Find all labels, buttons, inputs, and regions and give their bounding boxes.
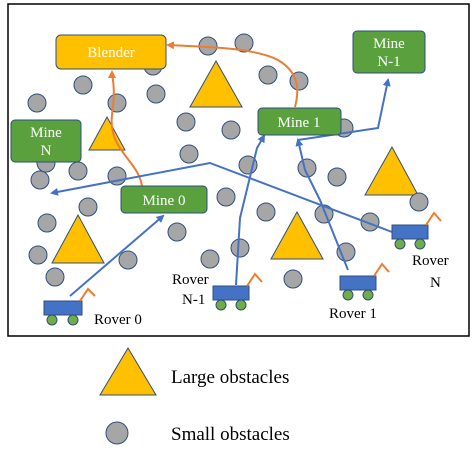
rover-n-1-icon: [212, 272, 263, 311]
mine-n-1-node: Mine N-1: [352, 30, 426, 74]
small-obstacle: [28, 245, 48, 265]
rover-0-label: Rover 0: [94, 312, 142, 328]
small-obstacle: [27, 93, 47, 113]
legend-small-label: Small obstacles: [171, 424, 290, 445]
small-obstacle: [234, 33, 254, 53]
small-obstacle: [45, 267, 65, 287]
small-obstacle: [314, 204, 334, 224]
rover-1-icon: [339, 262, 390, 301]
legend-large-label: Large obstacles: [171, 367, 289, 388]
small-obstacle: [230, 238, 250, 258]
mine-0-node: Mine 0: [120, 185, 208, 214]
mine-1-label: Mine 1: [278, 115, 321, 131]
rover-arm: [246, 272, 263, 287]
mine-n-label-line1: Mine: [30, 125, 62, 141]
small-obstacle: [73, 75, 93, 95]
mine-n-box: [10, 119, 82, 163]
large-obstacle-triangle: [51, 213, 105, 264]
rover-n-1-path: [235, 134, 266, 286]
large-obstacle-triangle: [189, 59, 243, 108]
small-obstacle: [283, 269, 303, 289]
rover-n-1-label-line1: Rover: [172, 272, 209, 288]
legend-large-obstacle-icon: [99, 347, 157, 396]
small-obstacle: [68, 161, 88, 181]
large-obstacle-triangle: [364, 145, 419, 196]
rover-n-label-line2: N: [430, 275, 441, 291]
rover-n-1-label-line2: N-1: [182, 292, 205, 308]
blender-box: [55, 34, 167, 70]
rover-wheel: [362, 289, 374, 301]
rover-wheel: [414, 238, 426, 250]
small-obstacle: [30, 170, 50, 190]
small-obstacle: [146, 84, 166, 104]
rover-1-label: Rover 1: [329, 306, 377, 322]
blender-node: Blender: [55, 34, 167, 70]
small-obstacle: [200, 249, 220, 269]
large-obstacles: [51, 59, 419, 264]
rover-body: [391, 224, 429, 240]
rover-n-icon: [391, 211, 442, 250]
small-obstacle: [258, 65, 278, 85]
small-obstacle: [256, 202, 276, 222]
blender-path-from-mine-0: [108, 70, 143, 187]
rover-1-path: [295, 138, 349, 271]
mine-1-box: [257, 107, 342, 136]
blender-path-from-mine-1: [166, 41, 299, 108]
mine-n-1-box: [352, 30, 426, 74]
rover-wheel: [235, 299, 247, 311]
small-obstacle: [176, 112, 196, 132]
legend-small-obstacle-icon: [105, 421, 129, 445]
rover-wheel: [46, 314, 58, 326]
small-obstacle: [221, 120, 241, 140]
mine-n-1-label-line2: N-1: [377, 54, 400, 70]
small-obstacle: [37, 213, 57, 233]
small-obstacle: [179, 144, 199, 164]
small-obstacle: [360, 212, 380, 232]
mine-n-node: Mine N: [10, 119, 82, 163]
small-obstacle: [78, 197, 98, 217]
rover-arm: [425, 211, 442, 226]
rover-body: [212, 285, 250, 301]
small-obstacle: [336, 242, 356, 262]
rover-n-label-line1: Rover: [412, 253, 449, 269]
small-obstacle: [327, 167, 347, 187]
rover-wheel: [394, 238, 406, 250]
blender-paths: [108, 41, 299, 187]
mine-0-label: Mine 0: [143, 193, 186, 209]
rover-0-path: [69, 214, 165, 297]
rover-arm: [373, 262, 390, 277]
small-obstacle: [216, 187, 236, 207]
small-obstacle: [409, 192, 429, 212]
legend: Large obstacles Small obstacles: [99, 347, 290, 445]
large-obstacle-triangle: [270, 210, 324, 260]
rover-arm: [79, 287, 96, 302]
rover-0-icon: [43, 287, 96, 326]
rover-1-to-mine-n-1-path: [297, 78, 391, 141]
blender-label: Blender: [87, 45, 134, 61]
rover-wheel: [67, 314, 79, 326]
rover-body: [43, 300, 83, 316]
rover-n-path: [50, 161, 393, 233]
mine-0-box: [120, 185, 208, 214]
mine-1-node: Mine 1: [257, 107, 342, 136]
rover-body: [339, 275, 377, 291]
rover-paths: [50, 78, 393, 297]
small-obstacle: [167, 222, 187, 242]
rover-wheel: [342, 289, 354, 301]
mine-n-label-line2: N: [41, 143, 52, 159]
mine-n-1-label-line1: Mine: [373, 36, 405, 52]
rover-wheel: [215, 299, 227, 311]
small-obstacle: [118, 250, 138, 270]
small-obstacle: [107, 93, 127, 113]
